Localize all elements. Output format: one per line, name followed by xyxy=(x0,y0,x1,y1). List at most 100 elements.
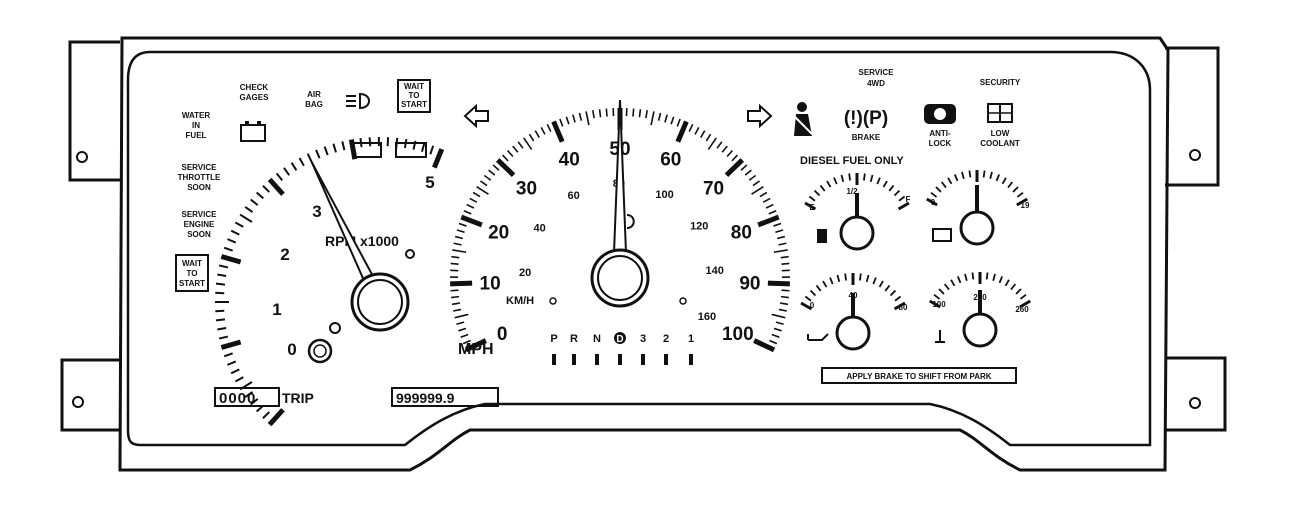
svg-text:SOON: SOON xyxy=(187,230,211,239)
svg-text:WAIT: WAIT xyxy=(404,82,424,91)
speedo-tick xyxy=(651,111,654,125)
speedo-tick xyxy=(732,155,738,161)
speedo-tick xyxy=(518,142,523,148)
abs-icon: ANTI- LOCK xyxy=(924,104,956,148)
speedo-tick xyxy=(547,124,550,131)
speedo-tick xyxy=(573,115,575,123)
speedo-tick xyxy=(777,237,785,239)
gauge-tick xyxy=(867,275,869,282)
svg-text:ANTI-: ANTI- xyxy=(929,129,951,138)
speedo-tick xyxy=(489,170,495,175)
warning-air-bag: AIR BAG xyxy=(305,90,323,109)
speedo-tick xyxy=(749,175,755,180)
speedo-tick xyxy=(456,322,464,324)
speedo-tick xyxy=(455,314,469,317)
tach-tick xyxy=(240,215,252,222)
gauge-tick xyxy=(841,175,843,182)
svg-text:IN: IN xyxy=(192,121,200,130)
speedo-tick xyxy=(498,160,514,175)
gauge-tick xyxy=(809,196,815,200)
left-bracket-bottom xyxy=(62,360,120,430)
gear-2: 2 xyxy=(663,333,669,345)
kmh-number: 20 xyxy=(519,267,531,279)
tach-tick xyxy=(224,248,232,251)
fuel-max: F xyxy=(906,195,911,204)
svg-text:CHECK: CHECK xyxy=(240,83,269,92)
speedo-tick xyxy=(741,165,747,170)
mount-hole-icon xyxy=(73,397,83,407)
svg-text:WAIT: WAIT xyxy=(182,259,202,268)
kmh-number: 60 xyxy=(567,190,579,202)
tach-number-5: 5 xyxy=(425,173,434,192)
svg-text:SERVICE: SERVICE xyxy=(182,210,218,219)
battery-icon xyxy=(241,121,265,141)
warning-water-in-fuel: WATER IN FUEL xyxy=(182,111,211,140)
svg-text:SECURITY: SECURITY xyxy=(980,78,1021,87)
gear-marker xyxy=(689,354,693,365)
gauge-tick xyxy=(936,187,941,192)
speedo-tick xyxy=(722,146,727,152)
speedo-tick xyxy=(678,122,687,142)
gauge-tick xyxy=(987,272,988,279)
mount-hole-icon xyxy=(77,152,87,162)
speedo-tick xyxy=(452,303,460,304)
odometer-digits: 999999.9 xyxy=(396,390,455,406)
gauge-tick xyxy=(951,280,955,286)
tach-tick xyxy=(342,141,344,150)
tach-tick xyxy=(251,200,258,206)
oil-min: 0 xyxy=(810,301,815,310)
speedo-tick xyxy=(451,297,459,298)
gauge-tick xyxy=(997,174,1000,180)
gauge-tick xyxy=(820,185,824,191)
gauge-tick xyxy=(871,175,873,182)
speedo-tick xyxy=(524,138,532,150)
warning-service-engine-soon: SERVICE ENGINE SOON xyxy=(182,210,218,239)
gauge-tick xyxy=(811,291,816,296)
tach-hub xyxy=(352,274,408,330)
indicator-lamp xyxy=(680,298,686,304)
speedo-tick xyxy=(769,341,776,344)
speedo-tick xyxy=(689,124,692,131)
tach-ticks xyxy=(215,137,442,425)
tach-tick xyxy=(263,186,269,192)
speedo-tick xyxy=(470,198,477,202)
speedo-tick xyxy=(484,175,490,180)
gauge-tick xyxy=(948,178,952,184)
svg-text:GAGES: GAGES xyxy=(240,93,270,102)
svg-text:4WD: 4WD xyxy=(867,79,885,88)
mph-number: 70 xyxy=(703,179,724,200)
gear-3: 3 xyxy=(640,333,646,345)
tach-tick xyxy=(227,361,235,364)
svg-text:WATER: WATER xyxy=(182,111,211,120)
tachometer: 0 1 2 3 5 RPM x1000 xyxy=(215,137,442,425)
tach-tick xyxy=(231,369,239,373)
svg-text:BRAKE: BRAKE xyxy=(852,133,881,142)
warning-wait-to-start-left: WAIT TO START xyxy=(176,255,208,291)
svg-text:AIR: AIR xyxy=(307,90,321,99)
oil-max: 80 xyxy=(899,303,908,312)
indicator-lamp xyxy=(550,298,556,304)
tach-tick xyxy=(235,377,243,381)
gauge-tick xyxy=(939,289,944,294)
speedo-tick xyxy=(586,111,589,125)
gauge-tick xyxy=(873,278,876,284)
tach-tick xyxy=(292,163,297,171)
mph-number: 100 xyxy=(722,324,754,345)
mph-number: 30 xyxy=(516,179,537,200)
gauge-tick xyxy=(962,172,964,179)
mph-number: 40 xyxy=(559,149,580,170)
fuel-min: E xyxy=(809,203,815,212)
right-bracket-top xyxy=(1165,48,1218,185)
speedo-tick xyxy=(659,113,661,121)
speedo-tick xyxy=(769,211,776,214)
svg-text:COOLANT: COOLANT xyxy=(980,139,1020,148)
indicator-lamp xyxy=(406,250,414,258)
tach-tick xyxy=(221,257,240,263)
tach-tick xyxy=(277,173,283,180)
svg-text:ENGINE: ENGINE xyxy=(184,220,215,229)
tach-tick xyxy=(270,179,283,194)
tach-tick xyxy=(325,147,328,155)
speedo-tick xyxy=(639,109,640,117)
speedo-tick xyxy=(768,283,790,284)
gauge-tick xyxy=(955,174,958,180)
